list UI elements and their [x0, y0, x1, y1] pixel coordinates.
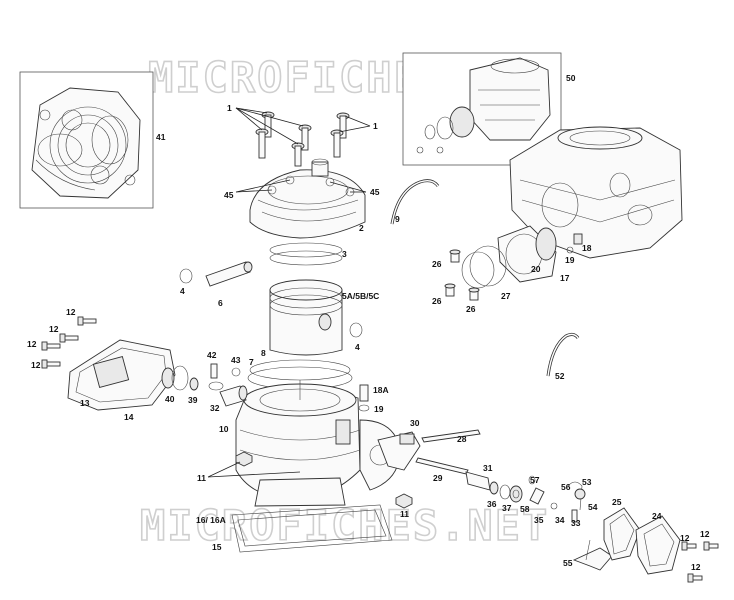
callout-39: 39 [188, 395, 198, 405]
cylinder-side-view [509, 126, 683, 259]
callout-50: 50 [566, 73, 576, 83]
cylinder-nuts [207, 451, 413, 509]
piston [269, 279, 343, 356]
callout-26a: 26 [432, 259, 442, 269]
callout-12d: 12 [31, 360, 41, 370]
exhaust-valve-covers [603, 507, 681, 575]
callout-32: 32 [210, 403, 220, 413]
callout-11a: 11 [197, 473, 206, 483]
callout-29: 29 [433, 473, 443, 483]
callout-7: 7 [249, 357, 254, 367]
callout-52: 52 [555, 371, 565, 381]
callout-25: 25 [612, 497, 622, 507]
callout-5: 5A/5B/5C [342, 291, 379, 301]
callout-33: 33 [571, 518, 581, 528]
callout-11b: 11 [400, 509, 409, 519]
hose-9 [390, 179, 440, 225]
callout-31: 31 [483, 463, 493, 473]
callout-12g: 12 [691, 562, 701, 572]
callout-12b: 12 [49, 324, 59, 334]
callout-1a: 1 [227, 103, 232, 113]
cylinder-base-gasket [231, 504, 393, 553]
callout-35: 35 [534, 515, 544, 525]
cylinder-body [235, 380, 401, 507]
callout-9: 9 [395, 214, 400, 224]
piston-pin [205, 261, 253, 287]
callout-1b: 1 [373, 121, 378, 131]
callout-42: 42 [207, 350, 217, 360]
callout-15: 15 [212, 542, 222, 552]
callout-6: 6 [218, 298, 223, 308]
callout-28: 28 [457, 434, 467, 444]
head-o-rings [269, 242, 343, 266]
callout-16: 16/ 16A [196, 515, 226, 525]
callout-30: 30 [410, 418, 420, 428]
circlip-left [179, 268, 193, 284]
exhaust-valve-assembly [377, 429, 613, 571]
callout-12a: 12 [66, 307, 76, 317]
callout-10: 10 [219, 424, 229, 434]
callout-45a: 45 [224, 190, 234, 200]
callout-14: 14 [124, 412, 134, 422]
callout-8: 8 [261, 348, 266, 358]
callout-18a: 18A [373, 385, 389, 395]
cover-screws-right [681, 541, 719, 583]
callout-24: 24 [652, 511, 662, 521]
hose-52 [546, 332, 580, 377]
intake-screws [444, 249, 480, 301]
gasket-kit-inset [19, 71, 154, 209]
callout-56: 56 [561, 482, 571, 492]
callout-labels: 1 1 41 50 45 45 2 9 3 4 6 5A/5B/5C 4 26 … [27, 73, 710, 572]
callout-27: 27 [501, 291, 511, 301]
callout-34: 34 [555, 515, 565, 525]
cover-screws-left [41, 316, 97, 369]
callout-17: 17 [560, 273, 570, 283]
callout-12f: 12 [700, 529, 710, 539]
coolant-nipple [358, 384, 370, 412]
watermark-bottom: MICROFICHES.NET [140, 501, 549, 550]
callout-13: 13 [80, 398, 90, 408]
intake-flange [461, 225, 574, 289]
exhaust-cover-left [67, 339, 199, 411]
callout-36: 36 [487, 499, 497, 509]
callout-58: 58 [520, 504, 530, 514]
callout-53: 53 [582, 477, 592, 487]
bushing-parts [208, 363, 248, 407]
cylinder-head [235, 158, 367, 239]
callout-3: 3 [342, 249, 347, 259]
callout-12e: 12 [680, 533, 690, 543]
callout-37: 37 [502, 503, 512, 513]
callout-12c: 12 [27, 339, 37, 349]
callout-2: 2 [359, 223, 364, 233]
callout-20: 20 [531, 264, 541, 274]
callout-4a: 4 [180, 286, 185, 296]
head-bolts [235, 107, 371, 167]
callout-18: 18 [582, 243, 592, 253]
callout-19a: 19 [565, 255, 575, 265]
circlip-right [349, 322, 363, 338]
callout-26b: 26 [432, 296, 442, 306]
callout-19b: 19 [374, 404, 384, 414]
callout-57: 57 [530, 475, 540, 485]
callout-43: 43 [231, 355, 241, 365]
callout-55: 55 [563, 558, 573, 568]
callout-26c: 26 [466, 304, 476, 314]
callout-54: 54 [588, 502, 598, 512]
callout-40: 40 [165, 394, 175, 404]
callout-4b: 4 [355, 342, 360, 352]
callout-41: 41 [156, 132, 166, 142]
callout-45b: 45 [370, 187, 380, 197]
